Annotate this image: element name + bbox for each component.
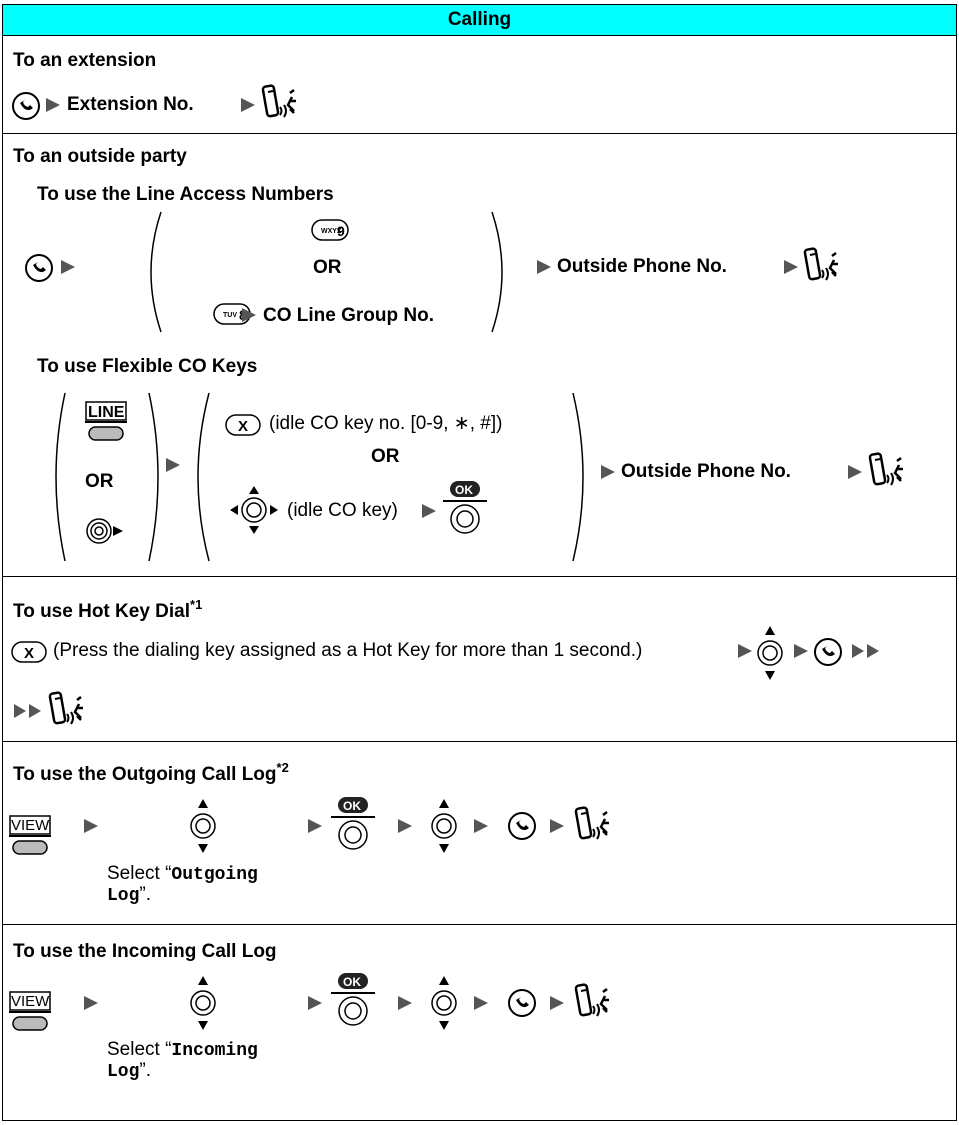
ok-button: OK xyxy=(331,795,375,853)
arrow-icon xyxy=(83,995,99,1011)
close-paren-icon xyxy=(571,392,595,562)
arrow-icon xyxy=(847,464,863,480)
arrow-icon xyxy=(240,97,256,113)
section-outside-party: To an outside party To use the Line Acce… xyxy=(3,134,956,577)
navigator-up-down-icon xyxy=(188,798,218,854)
arrow-icon xyxy=(536,259,552,275)
x-key-button: X xyxy=(225,413,261,437)
section-incoming-call-log: To use the Incoming Call Log VIEW Select… xyxy=(3,925,956,1121)
arrow-icon xyxy=(60,259,76,275)
arrow-icon xyxy=(397,995,413,1011)
section-heading: To use Hot Key Dial*1 xyxy=(13,597,203,622)
or-label: OR xyxy=(313,257,342,278)
calling-table: Calling To an extension Extension No. To… xyxy=(2,4,957,1121)
co-line-group-label: CO Line Group No. xyxy=(263,305,434,326)
navigator-up-down-icon xyxy=(755,625,785,681)
talk-icon xyxy=(47,690,87,730)
navigator-key-icon xyxy=(228,484,280,536)
subheading-flexible-co: To use Flexible CO Keys xyxy=(37,356,258,377)
arrow-icon xyxy=(45,97,61,113)
ok-button: OK xyxy=(331,971,375,1029)
double-arrow-icon xyxy=(851,643,881,659)
double-arrow-icon xyxy=(13,703,43,719)
subheading-line-access: To use the Line Access Numbers xyxy=(37,184,334,205)
close-paren-icon xyxy=(147,392,167,562)
off-hook-icon xyxy=(11,91,41,121)
svg-text:X: X xyxy=(238,418,248,435)
section-heading: To use the Incoming Call Log xyxy=(13,941,277,962)
section-heading: To use the Outgoing Call Log*2 xyxy=(13,760,289,785)
open-paren-icon xyxy=(187,392,211,562)
table-header: Calling xyxy=(3,5,956,36)
section-extension: To an extension Extension No. xyxy=(3,36,956,134)
talk-icon xyxy=(573,982,613,1022)
talk-icon xyxy=(260,83,300,123)
open-paren-icon xyxy=(141,211,163,333)
navigator-up-down-icon xyxy=(188,975,218,1031)
talk-icon xyxy=(802,246,842,286)
or-label: OR xyxy=(371,446,400,467)
extension-no-label: Extension No. xyxy=(67,94,194,115)
off-hook-icon xyxy=(24,253,54,283)
section-heading: To an outside party xyxy=(13,146,187,167)
svg-text:OK: OK xyxy=(455,483,473,497)
idle-co-key-no-label: (idle CO key no. [0-9, ∗, #]) xyxy=(269,413,503,434)
arrow-icon xyxy=(549,995,565,1011)
talk-icon xyxy=(573,805,613,845)
arrow-icon xyxy=(307,818,323,834)
arrow-icon xyxy=(397,818,413,834)
svg-text:VIEW: VIEW xyxy=(11,817,50,834)
view-soft-key: VIEW xyxy=(9,990,53,1032)
talk-icon xyxy=(867,451,907,491)
svg-text:OK: OK xyxy=(343,975,361,989)
section-outgoing-call-log: To use the Outgoing Call Log*2 VIEW Sele… xyxy=(3,742,956,925)
arrow-icon xyxy=(241,307,257,323)
arrow-icon xyxy=(737,643,753,659)
or-label: OR xyxy=(85,471,114,492)
x-key-button: X xyxy=(11,640,47,664)
navigator-up-down-icon xyxy=(429,975,459,1031)
arrow-icon xyxy=(421,503,437,519)
close-paren-icon xyxy=(490,211,512,333)
outside-phone-no-label: Outside Phone No. xyxy=(621,461,791,482)
arrow-icon xyxy=(783,259,799,275)
off-hook-icon xyxy=(813,637,843,667)
svg-text:WXYZ: WXYZ xyxy=(321,228,342,235)
off-hook-icon xyxy=(507,988,537,1018)
arrow-icon xyxy=(473,995,489,1011)
arrow-icon xyxy=(307,995,323,1011)
svg-text:OK: OK xyxy=(343,799,361,813)
open-paren-icon xyxy=(47,392,67,562)
arrow-icon xyxy=(165,457,181,473)
svg-text:VIEW: VIEW xyxy=(11,993,50,1010)
arrow-icon xyxy=(473,818,489,834)
section-heading: To an extension xyxy=(13,50,157,71)
navigator-up-down-icon xyxy=(429,798,459,854)
svg-text:9: 9 xyxy=(337,223,345,239)
arrow-icon xyxy=(793,643,809,659)
svg-text:TUV: TUV xyxy=(223,312,237,319)
hot-key-instruction: (Press the dialing key assigned as a Hot… xyxy=(53,640,643,661)
svg-text:LINE: LINE xyxy=(88,404,125,421)
navigator-right-icon xyxy=(85,516,125,546)
arrow-icon xyxy=(600,464,616,480)
line-soft-key: LINE xyxy=(85,400,129,442)
arrow-icon xyxy=(549,818,565,834)
idle-co-key-label: (idle CO key) xyxy=(287,500,398,521)
svg-text:X: X xyxy=(24,645,34,662)
off-hook-icon xyxy=(507,811,537,841)
outside-phone-no-label: Outside Phone No. xyxy=(557,256,727,277)
view-soft-key: VIEW xyxy=(9,814,53,856)
section-hot-key-dial: To use Hot Key Dial*1 X (Press the diali… xyxy=(3,577,956,742)
arrow-icon xyxy=(83,818,99,834)
ok-button: OK xyxy=(443,479,487,537)
